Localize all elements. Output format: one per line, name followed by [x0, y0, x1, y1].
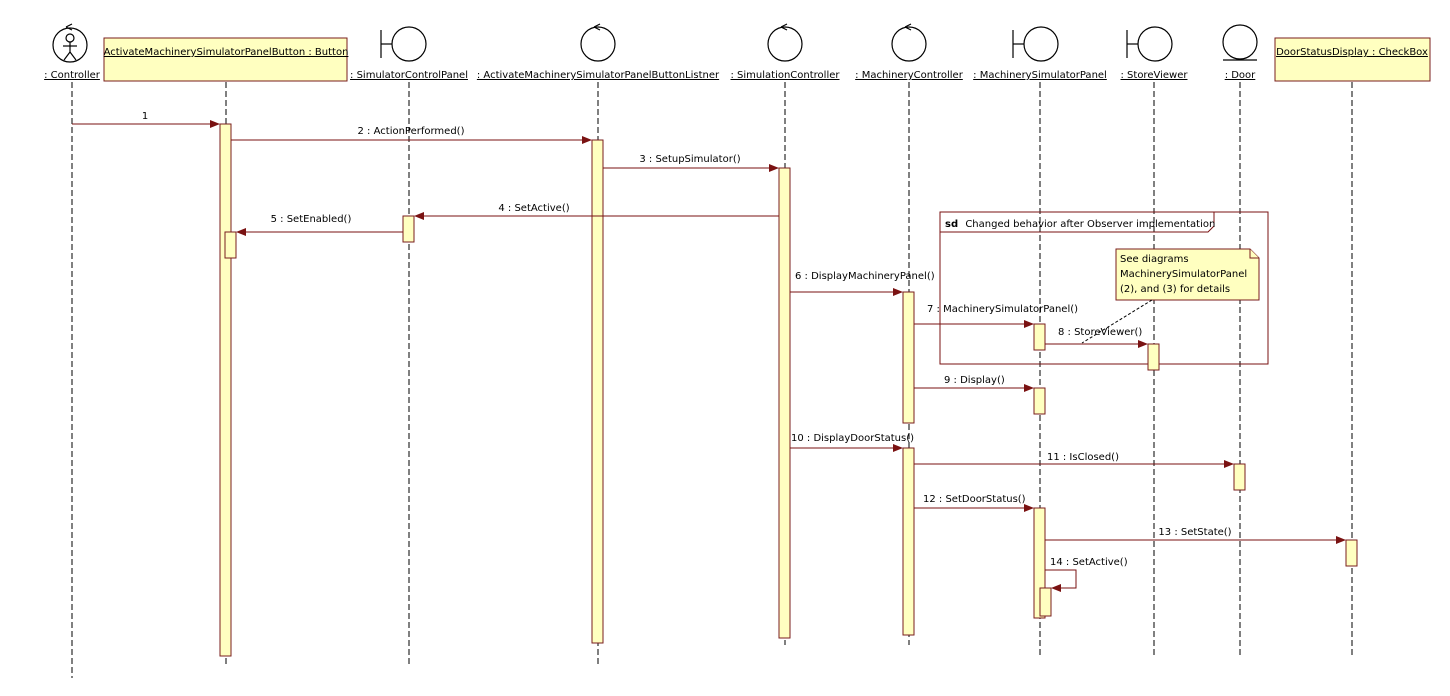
note-line: (2), and (3) for details [1120, 284, 1230, 295]
message-arrow-self [1045, 569, 1077, 592]
activation-bar [1233, 463, 1246, 491]
activation-bar [402, 215, 415, 243]
activation-bar [1033, 507, 1046, 619]
boundary-icon [380, 26, 427, 62]
participant-label-simulation-controller: : SimulationController [730, 70, 840, 81]
participant-label-machinery-simulator-panel: : MachinerySimulatorPanel [973, 70, 1107, 81]
message-label: 5 : SetEnabled() [271, 214, 352, 225]
participant-label-door: : Door [1225, 70, 1256, 81]
boundary-icon [1126, 26, 1173, 62]
participant-label-listener: : ActivateMachinerySimulatorPanelButtonL… [477, 70, 720, 81]
message-label: 3 : SetupSimulator() [639, 154, 740, 165]
participant-label-checkbox: DoorStatusDisplay : CheckBox [1276, 47, 1428, 58]
activation-bar [1033, 323, 1046, 351]
actor-icon [52, 23, 88, 63]
message-label: 8 : StoreViewer() [1058, 327, 1142, 338]
lifelines [71, 82, 1353, 678]
message-label: 4 : SetActive() [498, 203, 569, 214]
message-label: 6 : DisplayMachineryPanel() [795, 271, 935, 282]
participant-heads: : Controller ActivateMachinerySimulatorP… [44, 23, 1431, 82]
fragment-keyword: sd [945, 219, 958, 230]
participant-label-simulator-control-panel: : SimulatorControlPanel [350, 70, 468, 81]
boundary-icon [1012, 26, 1059, 62]
participant-label-machinery-controller: : MachineryController [855, 70, 964, 81]
note-text: See diagrams MachinerySimulatorPanel (2)… [1120, 254, 1250, 295]
message-label: 13 : SetState() [1158, 527, 1231, 538]
sd-fragment: sd Changed behavior after Observer imple… [939, 211, 1269, 365]
activation-bar [902, 291, 915, 424]
note-line: MachinerySimulatorPanel [1120, 269, 1247, 280]
message-label: 9 : Display() [944, 375, 1005, 386]
message-label: 11 : IsClosed() [1047, 452, 1119, 463]
activations [219, 123, 1358, 657]
message-label: 2 : ActionPerformed() [358, 126, 465, 137]
fragment-frame [939, 211, 1269, 365]
activation-bar [591, 139, 604, 644]
activation-bar [219, 123, 232, 657]
participant-box-checkbox [1274, 37, 1431, 82]
message-label: 7 : MachinerySimulatorPanel() [927, 304, 1078, 315]
note-connector [1081, 299, 1153, 344]
participant-label-controller: : Controller [44, 70, 101, 81]
note-line: See diagrams [1120, 254, 1189, 265]
activation-bar [224, 231, 237, 259]
message-label: 14 : SetActive() [1050, 557, 1128, 568]
control-icon [767, 23, 803, 62]
fragment-label-tab [940, 212, 1215, 233]
activation-bar [1033, 387, 1046, 415]
message-label: 12 : SetDoorStatus() [923, 494, 1026, 505]
control-icon [580, 23, 616, 62]
activation-bar [778, 167, 791, 639]
participant-label-button: ActivateMachinerySimulatorPanelButton : … [104, 47, 349, 58]
message-label: 1 [142, 111, 148, 122]
control-icon [891, 23, 927, 62]
activation-bar [1147, 343, 1160, 371]
activation-bar [1039, 587, 1052, 617]
participant-box-button [103, 37, 348, 82]
activation-bar [902, 447, 915, 636]
note: See diagrams MachinerySimulatorPanel (2)… [1081, 248, 1260, 344]
participant-label-store-viewer: : StoreViewer [1121, 70, 1189, 81]
fragment-label: sd Changed behavior after Observer imple… [945, 219, 1215, 230]
note-box [1115, 248, 1260, 301]
activation-bar [1345, 539, 1358, 567]
fragment-title: Changed behavior after Observer implemen… [965, 219, 1215, 230]
message-label: 10 : DisplayDoorStatus() [791, 433, 914, 444]
messages: 1 2 : ActionPerformed() 3 : SetupSimulat… [72, 111, 1346, 592]
entity-icon [1222, 24, 1258, 61]
